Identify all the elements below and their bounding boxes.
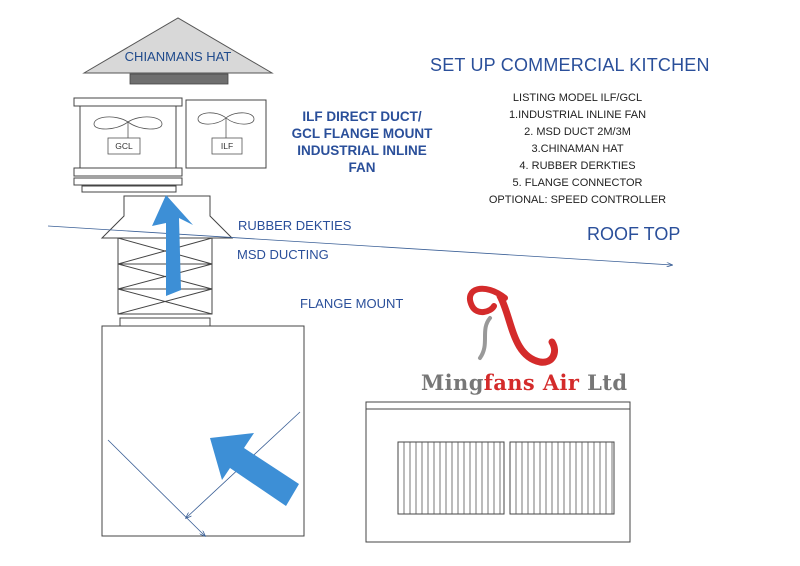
chinamans-hat-label: CHIANMANS HAT [124, 49, 232, 64]
extract-grilles [397, 441, 615, 515]
hood-diagonal-left [107, 439, 205, 536]
flange-mount-plate [119, 317, 211, 327]
kitchen-hood [101, 325, 305, 537]
logo-part-ming: Ming [421, 370, 484, 395]
mingfans-logo-mark [467, 285, 558, 366]
msd-duct-cross-bracing [117, 237, 213, 315]
msd-ducting-label: MSD DUCTING [237, 247, 329, 262]
gcl-fan-collar [81, 185, 177, 193]
spec-item: 5. FLANGE CONNECTOR [512, 177, 643, 189]
spec-list: LISTING MODEL ILF/GCL 1.INDUSTRIAL INLIN… [470, 90, 685, 209]
gcl-label-box [107, 137, 141, 155]
airflow-up-arrow [152, 195, 193, 296]
spec-item: 3.CHINAMAN HAT [531, 143, 624, 155]
fan-title-line: FAN [348, 160, 376, 175]
gcl-fan-top-flange [73, 97, 183, 107]
spec-item: LISTING MODEL ILF/GCL [512, 92, 643, 104]
roof-top-label: ROOF TOP [587, 224, 681, 244]
gcl-fan-base-plate [73, 177, 183, 186]
airflow-diagonal-arrow [210, 433, 299, 506]
ilf-fan-blade-icon [197, 112, 255, 138]
fan-title: ILF DIRECT DUCT/ GCL FLANGE MOUNT INDUST… [282, 108, 442, 176]
chinamans-hat-shape [82, 17, 274, 74]
gcl-fan-bottom-flange [73, 167, 183, 177]
spec-item: 2. MSD DUCT 2M/3M [524, 126, 631, 138]
rubber-dekties-label: RUBBER DEKTIES [238, 218, 352, 233]
fan-title-line: INDUSTRIAL INLINE [297, 143, 427, 158]
spec-item: 4. RUBBER DERKTIES [519, 160, 636, 172]
page-title: SET UP COMMERCIAL KITCHEN [430, 55, 710, 75]
ilf-label: ILF [220, 141, 234, 151]
company-logo-text: Mingfans Air Ltd [421, 370, 628, 395]
roof-top-line [47, 225, 672, 265]
grille-panel [509, 441, 615, 515]
spec-item: 1.INDUSTRIAL INLINE FAN [508, 109, 647, 121]
gcl-fan-blade-icon [93, 116, 163, 138]
logo-part-fans-air: fans Air [483, 370, 580, 395]
fan-title-line: GCL FLANGE MOUNT [291, 126, 433, 141]
fan-title-line: ILF DIRECT DUCT/ [302, 109, 422, 124]
ilf-label-box [211, 137, 243, 155]
hat-base [129, 73, 229, 85]
flange-mount-label: FLANGE MOUNT [300, 296, 404, 311]
spec-item: OPTIONAL: SPEED CONTROLLER [488, 194, 667, 206]
gcl-label: GCL [115, 141, 133, 151]
logo-part-ltd: Ltd [579, 370, 628, 395]
